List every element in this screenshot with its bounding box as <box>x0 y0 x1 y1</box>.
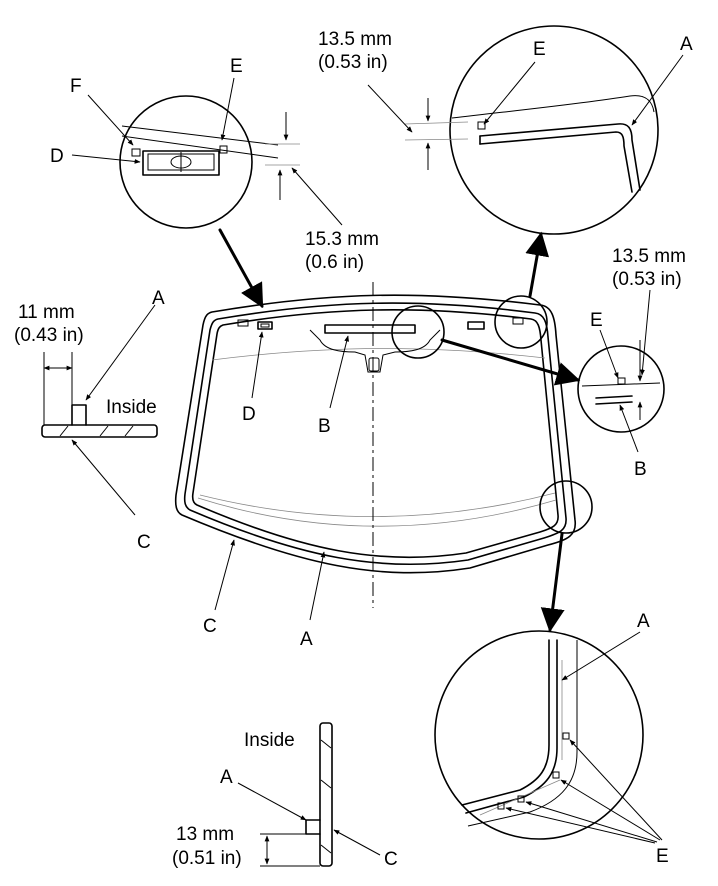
clip-b <box>324 324 416 334</box>
leader-15-3 <box>291 167 343 226</box>
dim-11-in: (0.43 in) <box>14 325 84 346</box>
leader-e-mid <box>599 329 619 379</box>
label-inside-left: Inside <box>106 397 157 418</box>
dim-13-5-mm-top: 13.5 mm <box>318 29 392 50</box>
leader-a-top-right <box>631 54 684 126</box>
detail-marker-lower-right <box>539 480 593 534</box>
clip-e-top <box>467 321 485 330</box>
label-c-left: C <box>137 532 151 553</box>
dim-13-5-in-mid: (0.53 in) <box>612 269 682 290</box>
leader-a-main <box>309 551 326 621</box>
label-a-left: A <box>152 288 165 309</box>
leader-b-mid <box>619 404 639 453</box>
dim-13-in: (0.51 in) <box>172 848 242 869</box>
leader-13-5-top <box>367 84 413 133</box>
detail-circle-bottom-right <box>434 630 644 840</box>
adhesive-band-outer <box>183 302 567 566</box>
glass-shade-bottom <box>197 497 557 527</box>
leader-d-main <box>251 331 264 399</box>
leader-a-bottom-right <box>561 631 641 681</box>
leader-a-bottom <box>237 782 307 821</box>
label-b-main: B <box>318 416 331 437</box>
label-c-main: C <box>203 616 217 637</box>
dim-13-5-in-top: (0.53 in) <box>318 52 388 73</box>
leader-c-left <box>71 439 136 516</box>
dim-11-mm: 11 mm <box>18 302 75 323</box>
clip-d <box>257 321 273 330</box>
label-a-bottom: A <box>220 767 233 788</box>
arrow-to-detail-left <box>218 228 264 309</box>
windshield <box>174 282 577 608</box>
dim-13-5-mm-mid: 13.5 mm <box>612 246 686 267</box>
dim-15-3-in: (0.6 in) <box>305 252 364 273</box>
leader-f <box>87 94 134 146</box>
label-e-bottom-right: E <box>656 846 669 867</box>
arrow-to-detail-mid-right <box>440 338 581 386</box>
leader-e-br-3 <box>525 801 658 843</box>
leader-e-top-left <box>220 77 235 141</box>
leader-c-main <box>214 539 235 611</box>
leader-13-5-mid <box>640 289 651 376</box>
label-a-top-right: A <box>680 34 693 55</box>
detail-circle-mid-right <box>577 340 665 433</box>
label-a-bottom-right: A <box>637 611 650 632</box>
arrow-to-detail-top-right <box>525 231 550 298</box>
detail-marker-center <box>391 305 445 359</box>
cross-section-bottom <box>260 722 333 867</box>
label-a-main: A <box>300 629 313 650</box>
label-b-mid: B <box>634 459 647 480</box>
cross-section-left <box>41 352 158 438</box>
label-f: F <box>70 76 82 97</box>
detail-circle-top-right <box>404 25 659 235</box>
label-c-bottom: C <box>384 849 398 870</box>
arrow-to-detail-bottom-right <box>540 532 565 633</box>
leader-d-top <box>71 154 141 164</box>
leader-e-br-4 <box>505 806 656 844</box>
leader-e-br-1 <box>569 739 663 841</box>
detail-circle-top-left <box>119 95 300 229</box>
leader-c-bottom <box>333 829 381 856</box>
label-e-top-left: E <box>230 56 243 77</box>
leader-e-br-2 <box>560 779 661 841</box>
dim-13-mm: 13 mm <box>176 824 234 845</box>
label-e-mid: E <box>590 310 603 331</box>
leader-e-top-right <box>483 61 536 125</box>
mirror-mount <box>309 329 441 373</box>
label-inside-bottom: Inside <box>244 730 295 751</box>
label-e-top-right: E <box>533 39 546 60</box>
dim-15-3-mm: 15.3 mm <box>305 229 379 250</box>
label-d-top: D <box>50 146 64 167</box>
windshield-outer-edge <box>174 294 577 574</box>
detail-marker-right <box>494 295 548 349</box>
label-d-main: D <box>242 404 256 425</box>
leader-b-main <box>329 335 350 409</box>
adhesive-band-inner <box>191 309 559 559</box>
leader-a-left <box>85 304 156 401</box>
glass-shade-top <box>211 348 546 361</box>
